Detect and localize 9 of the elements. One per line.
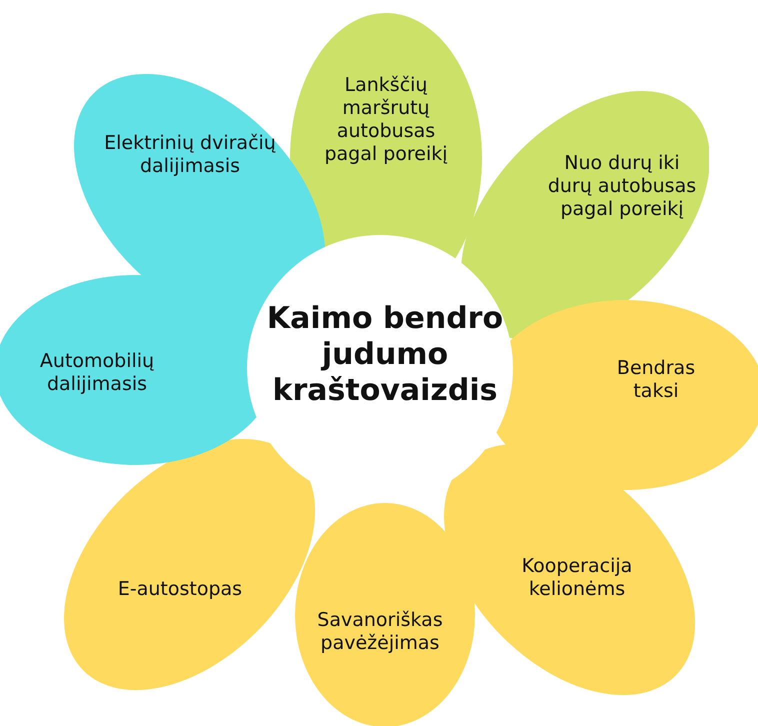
petal-label: Kooperacija kelionėms — [520, 554, 634, 601]
petal-label: Nuo durų iki durų autobusas pagal poreikį — [546, 152, 697, 222]
petal-label: Automobilių dalijimasis — [38, 350, 156, 396]
petal-label: Elektrinių dviračių dalijimasis — [103, 132, 277, 178]
petal-label: E-autostopas — [116, 578, 244, 602]
petal-label: Bendras taksi — [616, 357, 696, 403]
center-title: Kaimo bendro judumo kraštovaizdis — [266, 301, 504, 409]
petal-label: Savanoriškas pavėžėjimas — [316, 609, 444, 655]
petal-label: Lankščių maršrutų autobusas pagal poreikį — [323, 74, 449, 166]
